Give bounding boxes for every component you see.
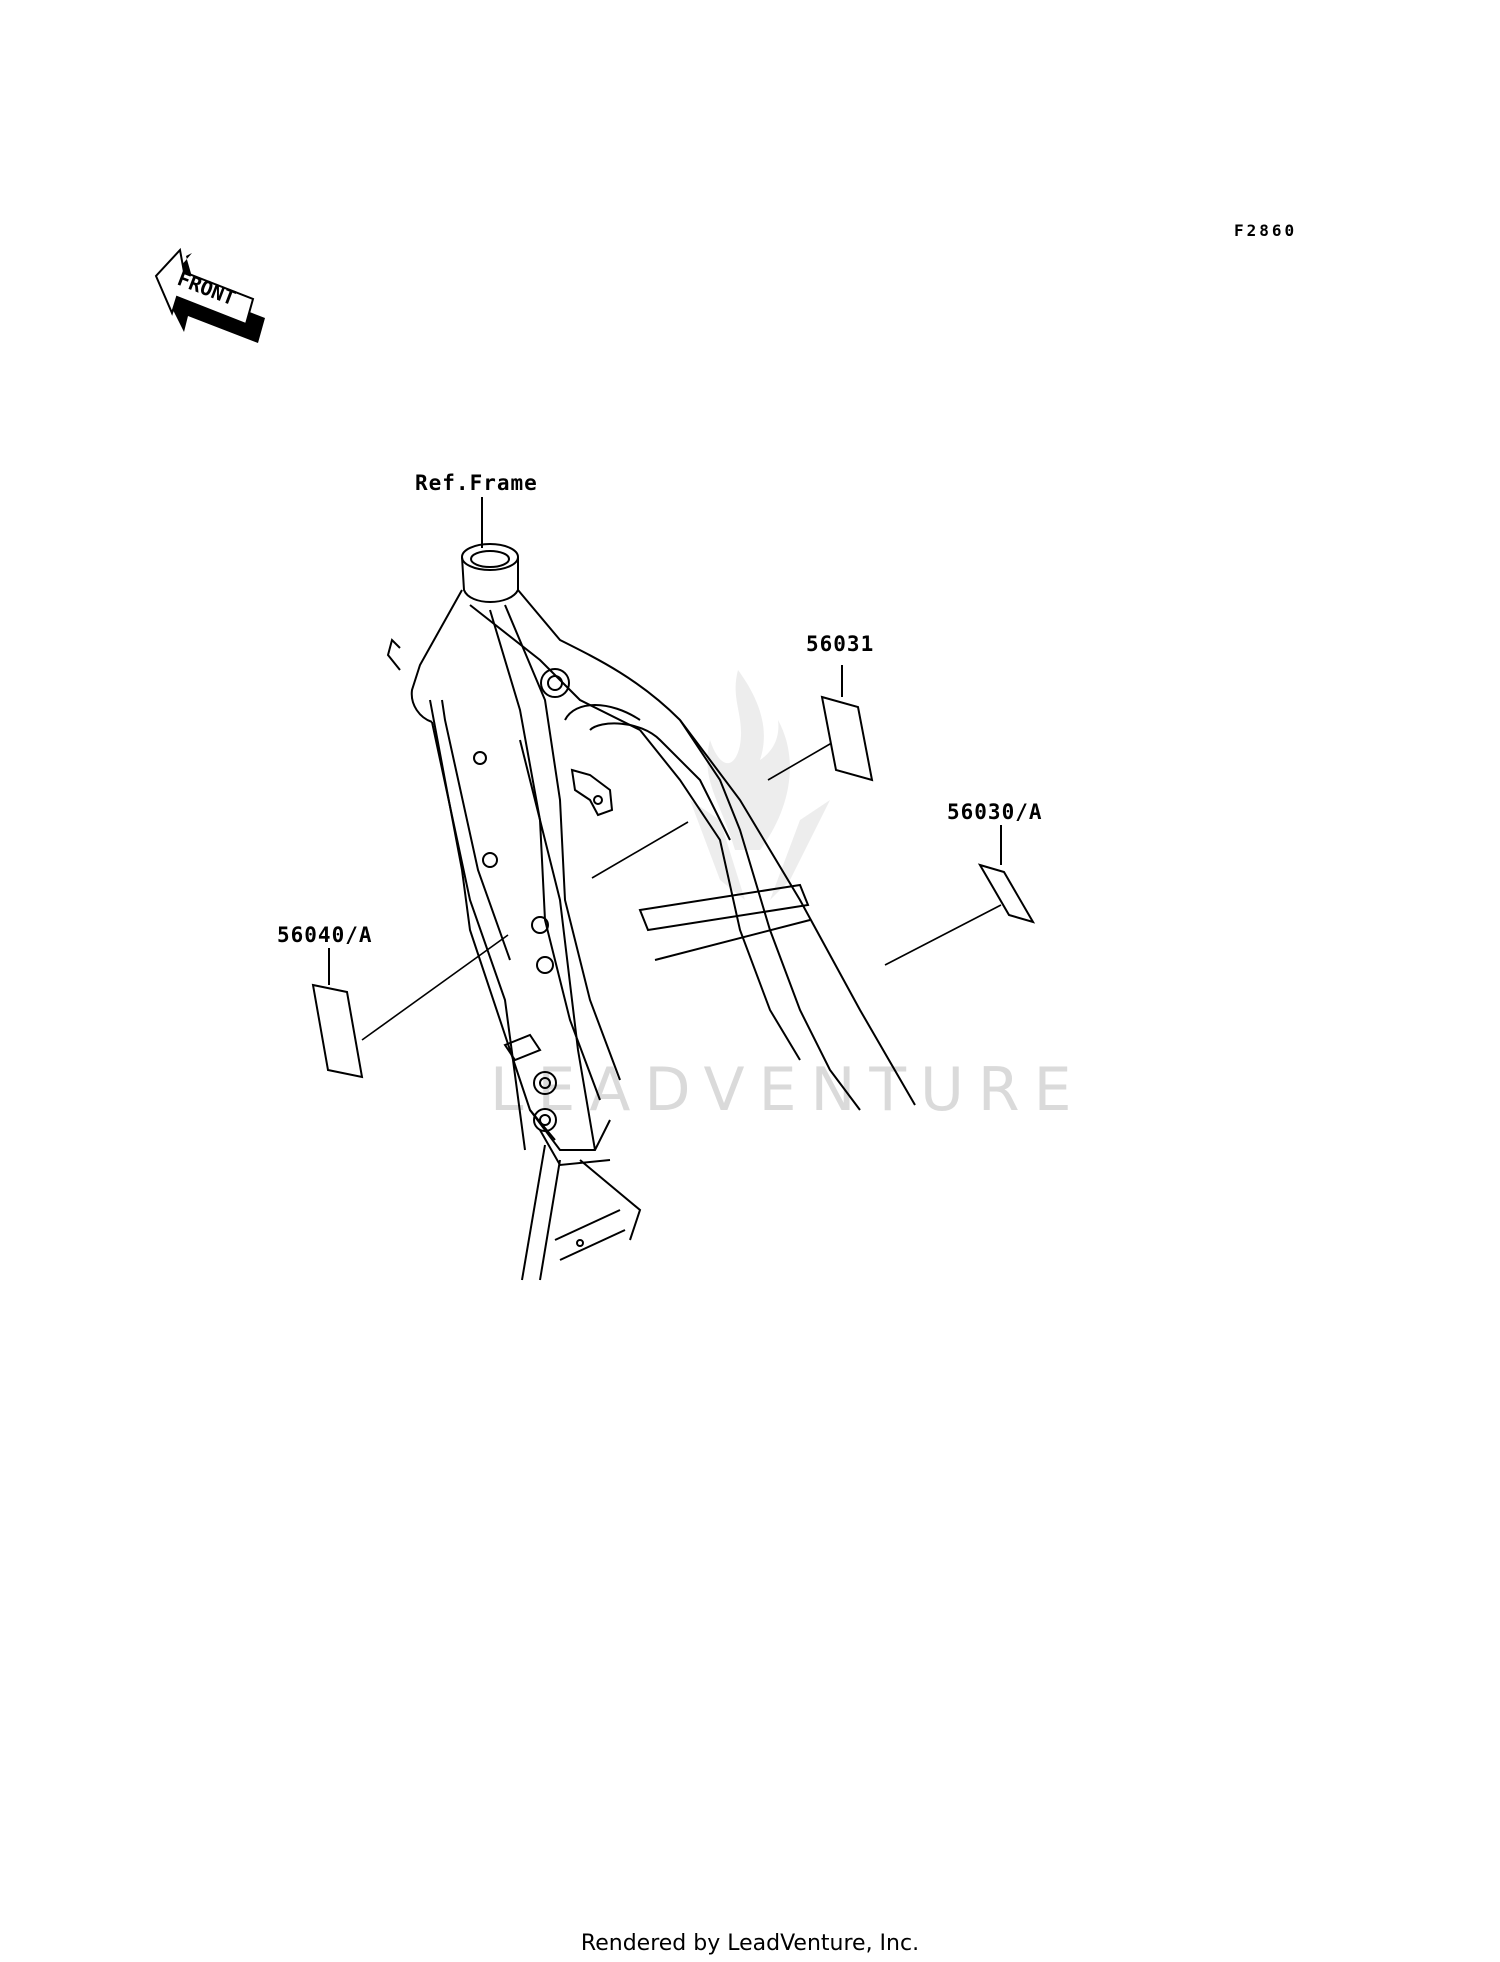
leader-56031-inner (591, 821, 689, 879)
footer-credit: Rendered by LeadVenture, Inc. (581, 1931, 919, 1956)
diagram-code: F2860 (1234, 221, 1297, 240)
decal-56030[interactable] (977, 863, 1036, 924)
front-arrow-icon: FRONT (154, 247, 265, 343)
leadventure-flame-logo (690, 670, 830, 900)
decal-56031[interactable] (820, 695, 874, 782)
leader-56030-to-frame (884, 904, 1002, 966)
label-ref-frame: Ref.Frame (415, 471, 538, 495)
leader-56040-to-frame (361, 934, 509, 1041)
label-56031[interactable]: 56031 (806, 632, 874, 656)
watermark: LEADVENTURE (490, 670, 1086, 1125)
label-56030[interactable]: 56030/A (947, 800, 1043, 824)
watermark-text: LEADVENTURE (490, 1055, 1086, 1125)
label-56040[interactable]: 56040/A (277, 923, 373, 947)
leader-56031-to-frame (767, 736, 843, 781)
decal-56040[interactable] (311, 983, 364, 1079)
frame-drawing (386, 543, 916, 1281)
